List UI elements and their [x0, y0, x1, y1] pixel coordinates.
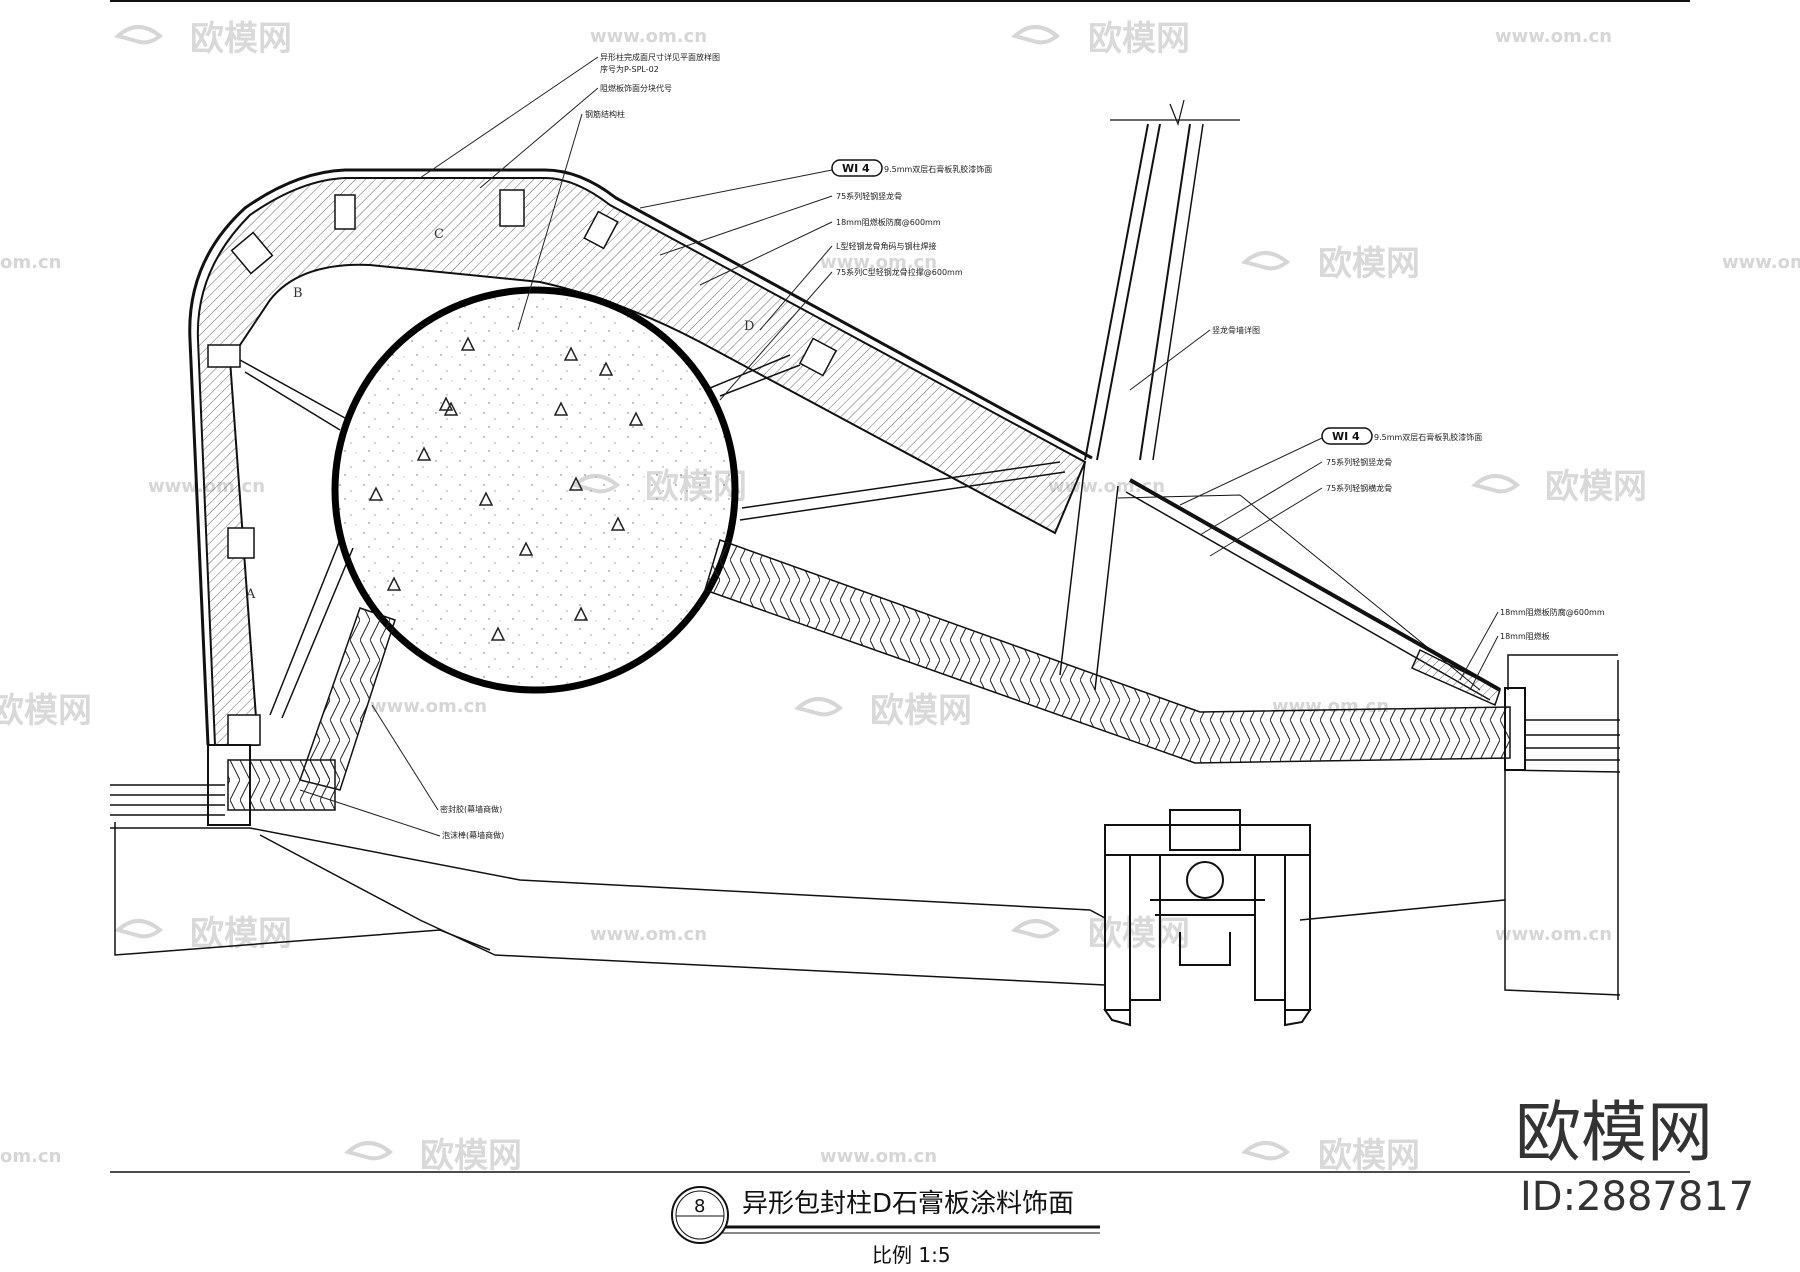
column-envelope	[188, 168, 1093, 746]
wall-tag: WI 4	[1321, 427, 1373, 445]
watermark-url-short: om.cn	[0, 252, 61, 273]
watermark-url: www.om.cn	[370, 696, 487, 717]
callout-foam-rod: 泡沫棒(幕墙商做)	[442, 830, 504, 840]
wall-tag-label: WI 4	[842, 162, 870, 175]
drawing-number-circle	[671, 1186, 729, 1244]
steel-braces	[239, 354, 1066, 719]
watermark-url: www.om.cn	[820, 1146, 937, 1167]
drawing-title: 异形包封柱D石膏板涂料饰面	[742, 1189, 1074, 1219]
callout-fire-board: 18mm阻燃板防腐@600mm	[836, 217, 941, 227]
wall-tag-label: WI 4	[1332, 430, 1360, 443]
inclined-wall	[1059, 99, 1501, 707]
callout-rebar-column: 钢筋结构柱	[585, 109, 625, 119]
watermark-url: www.om.cn	[820, 252, 937, 273]
drawing-number: 8	[694, 1196, 705, 1217]
watermark-brand: 欧模网	[1545, 467, 1647, 507]
title-block: 8 异形包封柱D石膏板涂料饰面 比例 1:5	[110, 1171, 1690, 1267]
callout-fire-board: 18mm阻燃板防腐@600mm	[1500, 607, 1605, 617]
brand-block: 欧模网 ID:2887817	[1515, 1094, 1754, 1220]
drawing-scale: 比例 1:5	[872, 1243, 951, 1267]
callout-sealant: 密封胶(幕墙商做)	[440, 804, 502, 814]
callout-stud-wall: 竖龙骨墙详图	[1212, 325, 1260, 335]
watermark-brand: 欧模网	[1088, 914, 1190, 954]
watermark-brand: 欧模网	[1318, 244, 1420, 284]
floor-lines	[114, 769, 1621, 996]
watermark-url: www.om.cn	[1495, 26, 1612, 47]
callout-gypsum-finish: 9.5mm双层石膏板乳胶漆饰面	[884, 164, 992, 174]
callout-horizontal-stud: 75系列轻钢横龙骨	[1326, 483, 1392, 493]
watermark-brand: 欧模网	[870, 691, 972, 731]
callout-finish-size: 异形柱完成面尺寸详见平面放样图	[600, 52, 720, 62]
watermark-url: www.om.cn	[1495, 924, 1612, 945]
zone-label: A	[245, 587, 256, 602]
brand-id: ID:2887817	[1520, 1174, 1754, 1220]
brand-name: 欧模网	[1515, 1094, 1713, 1171]
callout-vertical-stud: 75系列轻钢竖龙骨	[836, 191, 902, 201]
watermark-brand: 欧模网	[1088, 19, 1190, 59]
watermark-brand: 欧模网	[1318, 1136, 1420, 1176]
callout-gypsum-finish: 9.5mm双层石膏板乳胶漆饰面	[1374, 432, 1482, 442]
zone-label: C	[434, 227, 444, 242]
zone-label: B	[293, 286, 303, 301]
watermark-url: www.om.cn	[590, 924, 707, 945]
watermark-url: www.om.cn	[1722, 252, 1800, 273]
wall-tag: WI 4	[831, 159, 883, 177]
watermark-brand: 欧模网	[420, 1136, 522, 1176]
callout-c-stud-brace: 75系列C型轻钢龙骨拉撑@600mm	[836, 267, 963, 277]
insulation-bands	[227, 539, 1511, 811]
callout-vertical-stud: 75系列轻钢竖龙骨	[1326, 457, 1392, 467]
watermark-url: www.om.cn	[590, 26, 707, 47]
callout-finish-code: 序号为P-SPL-02	[600, 64, 659, 74]
callout-panel-code: 阻燃板饰面分块代号	[600, 83, 672, 93]
zone-label: D	[744, 319, 754, 334]
mullion-detail	[1103, 809, 1312, 1027]
watermark-brand: 欧模网	[0, 691, 92, 731]
leader-lines	[299, 56, 1499, 837]
steel-column	[331, 286, 739, 694]
callout-angle-bracket: L型轻钢龙骨角码与钢柱焊接	[836, 241, 936, 251]
watermark-url-short: om.cn	[0, 1146, 61, 1167]
callout-fire-board-plain: 18mm阻燃板	[1500, 631, 1550, 641]
watermark-brand: 欧模网	[190, 19, 292, 59]
watermark-layer: 欧模网 欧模网 欧模网 欧模网 欧模网 欧模网 欧模网 欧模网 欧模网 欧模网 …	[0, 19, 1800, 1176]
